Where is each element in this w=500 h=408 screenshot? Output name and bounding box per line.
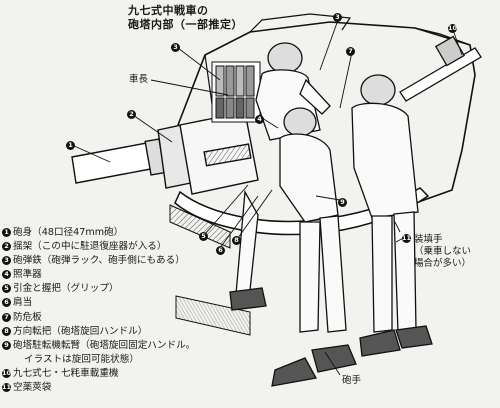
legend-text: 引金と握把（グリップ） bbox=[13, 283, 119, 295]
marker-10: 10 bbox=[448, 24, 458, 33]
marker-7: 7 bbox=[346, 47, 355, 56]
legend-number: 8 bbox=[2, 326, 11, 336]
legend-number: 1 bbox=[2, 228, 11, 237]
legend-item: 10 九七式七・七粍車載重機 bbox=[2, 367, 252, 381]
callout-leaders bbox=[71, 19, 463, 376]
legend-number: 11 bbox=[2, 383, 12, 393]
legend-item: 4 照準器 bbox=[2, 268, 252, 282]
legend-text: 砲身（48口径47mm砲） bbox=[13, 227, 124, 238]
legend-text: 肩当 bbox=[13, 297, 33, 309]
legend-number: 10 bbox=[2, 368, 12, 378]
marker-3b: 3 bbox=[333, 13, 342, 22]
legend-text: 方向転把（砲塔旋回ハンドル） bbox=[13, 325, 148, 337]
title-line-1: 九七式中戦車の bbox=[128, 4, 209, 17]
hull-floor bbox=[175, 295, 251, 336]
callout-loader-line1: 装填手 bbox=[414, 234, 443, 245]
diagram-title: 九七式中戦車の 砲塔内部（一部推定） bbox=[128, 4, 243, 32]
machine-gun bbox=[399, 35, 482, 102]
loader-figure bbox=[351, 74, 433, 357]
marker-5: 5 bbox=[199, 232, 208, 241]
legend-item: 7 防危板 bbox=[2, 311, 252, 325]
marker-3: 3 bbox=[171, 43, 180, 52]
legend-text: 防危板 bbox=[13, 311, 42, 323]
marker-1: 1 bbox=[66, 141, 75, 150]
legend-item: 3 砲弾鉄（砲弾ラック、砲手側にもある） bbox=[2, 254, 252, 268]
legend-item: 11 空薬莢袋 bbox=[2, 381, 252, 395]
callout-loader-line3: 場合が多い） bbox=[414, 258, 472, 269]
callout-gunner: 砲手 bbox=[342, 375, 362, 386]
legend-item: 1 砲身（48口径47mm砲） bbox=[2, 226, 252, 240]
legend-number: 3 bbox=[2, 256, 11, 266]
legend-number: 2 bbox=[2, 242, 11, 252]
marker-11: 11 bbox=[402, 234, 412, 243]
legend-text: 空薬莢袋 bbox=[13, 382, 52, 394]
gun-barrel bbox=[71, 111, 259, 195]
ammo-rack bbox=[211, 61, 261, 123]
callout-commander: 車長 bbox=[129, 74, 149, 85]
marker-6: 6 bbox=[216, 246, 225, 255]
legend-item: 5 引金と握把（グリップ） bbox=[2, 282, 252, 296]
legend-item: 2 揺架（この中に駐退復座器が入る） bbox=[2, 240, 252, 254]
legend-text: 砲塔駐転機転臂（砲塔旋回固定ハンドル。 イラストは旋回可能状態） bbox=[13, 339, 195, 367]
legend-text: 照準器 bbox=[13, 269, 42, 281]
legend-text-sub: イラストは旋回可能状態） bbox=[24, 353, 139, 365]
legend-text: 砲弾鉄（砲弾ラック、砲手側にもある） bbox=[13, 255, 185, 267]
gunner-figure bbox=[229, 107, 357, 387]
legend-number: 9 bbox=[2, 340, 11, 350]
legend-number: 5 bbox=[2, 284, 11, 294]
legend-text: 揺架（この中に駐退復座器が入る） bbox=[13, 241, 167, 253]
legend-text-main: 砲塔駐転機転臂（砲塔旋回固定ハンドル。 bbox=[13, 339, 196, 351]
title-line-2: 砲塔内部（一部推定） bbox=[128, 18, 243, 31]
legend-item: 6 肩当 bbox=[2, 296, 252, 310]
marker-8: 8 bbox=[232, 236, 241, 245]
parts-legend: 1 砲身（48口径47mm砲） 2 揺架（この中に駐退復座器が入る） 3 砲弾鉄… bbox=[2, 226, 252, 395]
callout-loader-line2: （乗車しない bbox=[414, 246, 472, 257]
legend-item: 8 方向転把（砲塔旋回ハンドル） bbox=[2, 325, 252, 339]
legend-number: 7 bbox=[2, 312, 11, 322]
legend-text: 九七式七・七粍車載重機 bbox=[13, 367, 119, 379]
legend-number: 6 bbox=[2, 298, 11, 308]
callout-loader: 装填手 （乗車しない 場合が多い） bbox=[414, 234, 471, 270]
legend-item: 9 砲塔駐転機転臂（砲塔旋回固定ハンドル。 イラストは旋回可能状態） bbox=[2, 339, 252, 367]
marker-2: 2 bbox=[127, 110, 136, 119]
legend-number: 4 bbox=[2, 270, 11, 280]
marker-9: 9 bbox=[338, 198, 347, 207]
marker-4: 4 bbox=[255, 115, 264, 124]
